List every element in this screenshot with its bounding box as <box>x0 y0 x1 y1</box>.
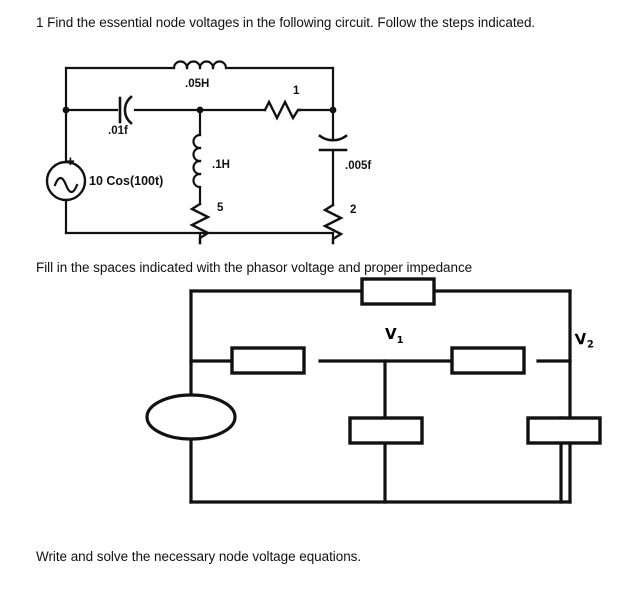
label-middle-inductor: .1H <box>212 159 230 171</box>
time-domain-circuit-svg <box>45 60 348 245</box>
node-label-v2-subscript: 2 <box>586 339 595 351</box>
top-inductor-symbol <box>172 60 228 70</box>
middle-inductor-symbol <box>192 133 202 189</box>
instruction-solve-text: Write and solve the necessary node volta… <box>36 549 362 564</box>
ac-source-circle <box>45 160 87 202</box>
phasor-circuit-diagram: V1 V2 <box>0 275 630 525</box>
blank-box-right-shunt[interactable] <box>526 416 602 445</box>
time-domain-circuit-diagram: .05H .01f 1 .1H 5 .005f 2 10 Cos(100t) + <box>0 40 400 250</box>
blank-box-left-series[interactable] <box>230 346 306 375</box>
phasor-circuit-svg <box>145 277 602 504</box>
junction-dot-left <box>62 106 70 114</box>
label-source-polarity: + <box>66 153 75 170</box>
label-right-resistor: 2 <box>350 204 357 216</box>
label-ac-source: 10 Cos(100t) <box>89 174 164 188</box>
question-1-text: 1 Find the essential node voltages in th… <box>36 15 536 30</box>
ac-source-sine <box>53 176 79 194</box>
junction-dot-right <box>329 106 337 114</box>
phasor-source-ellipse[interactable] <box>145 393 237 441</box>
label-right-capacitor: .005f <box>345 160 372 172</box>
blank-box-middle-shunt[interactable] <box>348 416 424 445</box>
junction-dot-middle <box>196 106 204 114</box>
blank-box-right-series[interactable] <box>450 346 526 375</box>
series-resistor-symbol <box>263 99 302 121</box>
label-middle-resistor: 5 <box>217 202 224 214</box>
node-label-v1: V1 <box>385 325 404 346</box>
node-label-v1-subscript: 1 <box>396 335 404 346</box>
node-label-v2-text: V <box>574 329 588 349</box>
series-capacitor-symbol <box>118 95 133 125</box>
label-top-inductor: .05H <box>185 78 210 90</box>
label-series-capacitor: .01f <box>108 125 128 137</box>
node-label-v2: V2 <box>574 329 594 352</box>
instruction-fill-text: Fill in the spaces indicated with the ph… <box>36 260 473 275</box>
node-label-v1-text: V <box>385 325 397 343</box>
label-series-resistor: 1 <box>293 85 300 97</box>
blank-box-top[interactable] <box>360 277 436 306</box>
